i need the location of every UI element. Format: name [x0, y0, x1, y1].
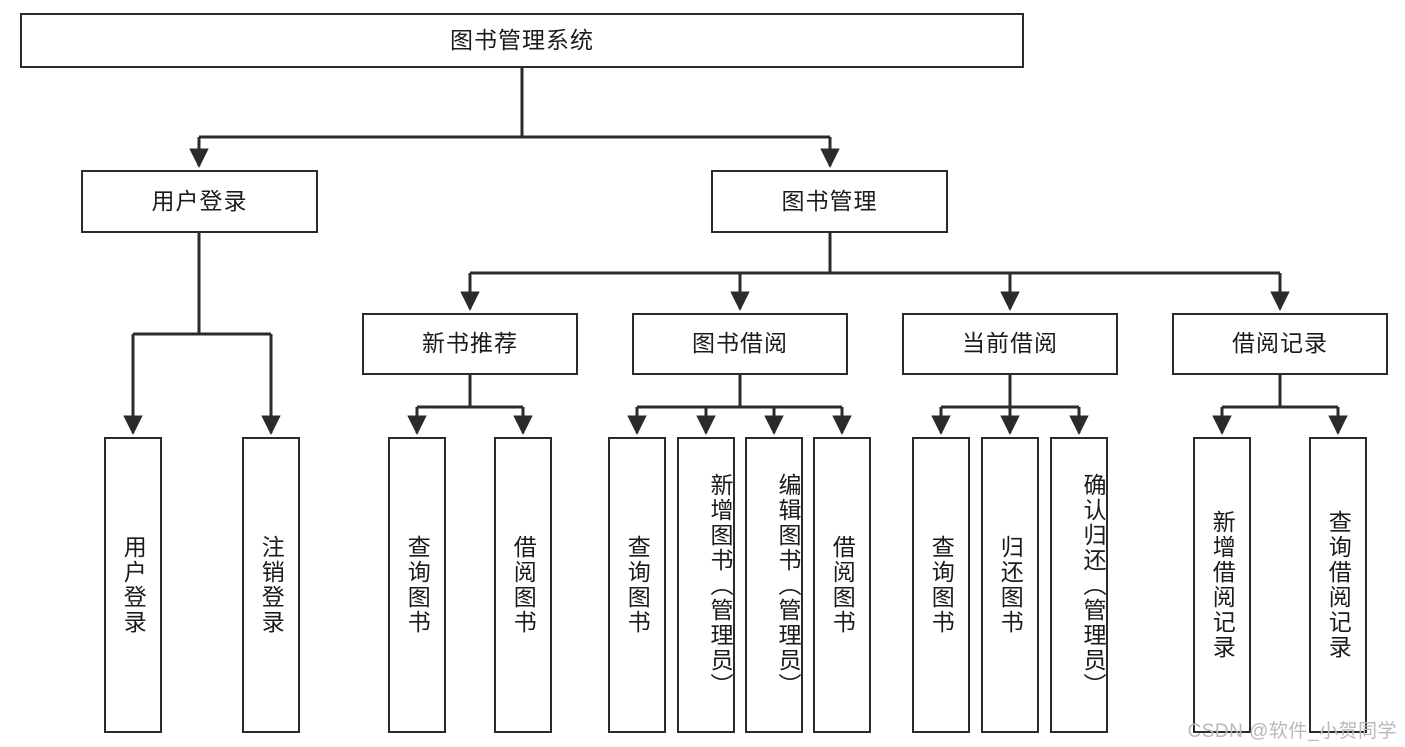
csdn-watermark: CSDN @软件_小贺同学 [1187, 721, 1397, 742]
leaf-add-borrow-record[interactable]: 新增借阅记录 [1193, 437, 1251, 733]
node-current-borrow[interactable]: 当前借阅 [902, 313, 1118, 375]
leaf-borrow-book-borrow[interactable]: 借阅图书 [813, 437, 871, 733]
leaf-query-book-borrow[interactable]: 查询图书 [608, 437, 666, 733]
node-borrow-record[interactable]: 借阅记录 [1172, 313, 1388, 375]
leaf-edit-book-admin[interactable]: 编辑图书（管理员） [745, 437, 803, 733]
node-book-manage[interactable]: 图书管理 [711, 170, 948, 233]
node-user-login[interactable]: 用户登录 [81, 170, 318, 233]
leaf-query-borrow-record[interactable]: 查询借阅记录 [1309, 437, 1367, 733]
leaf-query-book-current[interactable]: 查询图书 [912, 437, 970, 733]
leaf-add-book-admin[interactable]: 新增图书（管理员） [677, 437, 735, 733]
leaf-confirm-return-admin[interactable]: 确认归还（管理员） [1050, 437, 1108, 733]
leaf-user-login[interactable]: 用户登录 [104, 437, 162, 733]
leaf-return-book[interactable]: 归还图书 [981, 437, 1039, 733]
node-new-book-recommend[interactable]: 新书推荐 [362, 313, 578, 375]
node-root-system[interactable]: 图书管理系统 [20, 13, 1024, 68]
node-book-borrow[interactable]: 图书借阅 [632, 313, 848, 375]
leaf-borrow-book-recommend[interactable]: 借阅图书 [494, 437, 552, 733]
leaf-logout-login[interactable]: 注销登录 [242, 437, 300, 733]
leaf-query-book-recommend[interactable]: 查询图书 [388, 437, 446, 733]
